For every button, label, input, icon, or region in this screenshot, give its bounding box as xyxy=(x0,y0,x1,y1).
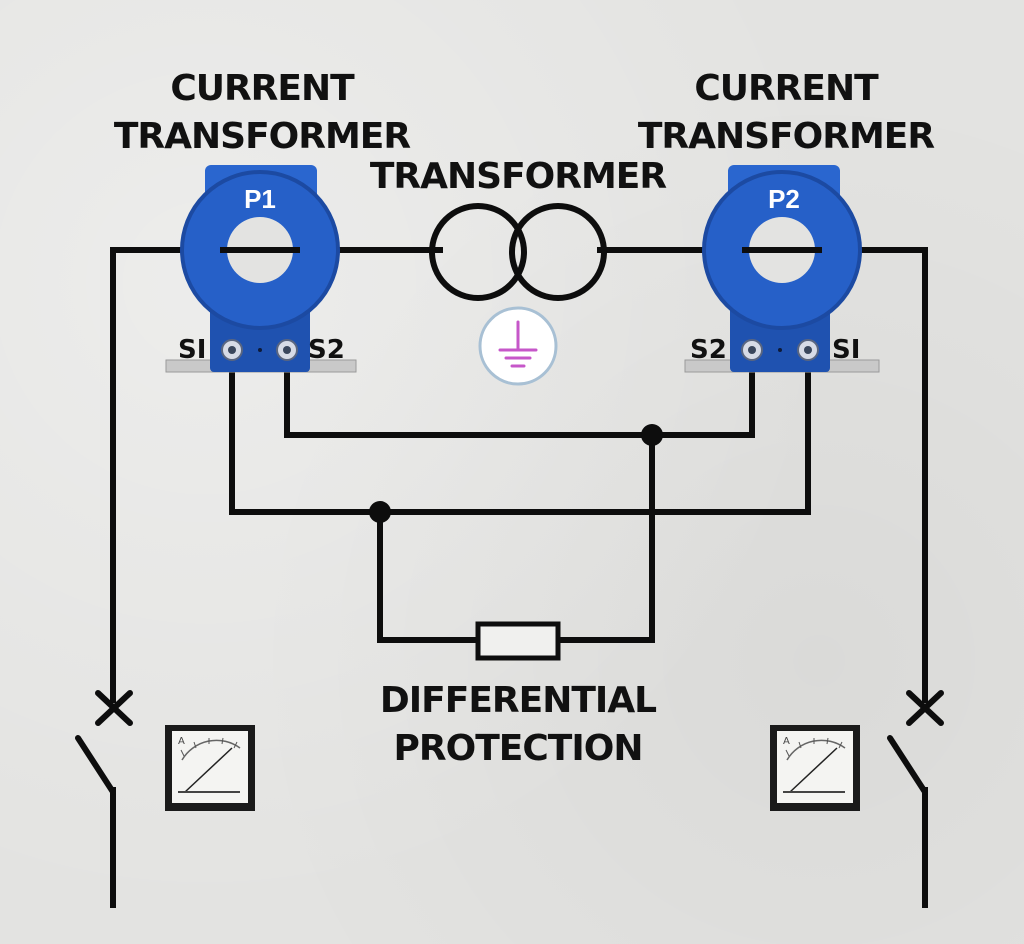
ammeter-right: A xyxy=(770,725,860,811)
transformer-title: TRANSFORMER xyxy=(370,156,667,197)
svg-text:A: A xyxy=(783,736,790,747)
svg-text:A: A xyxy=(178,736,185,747)
ct-left-screw-s2-core xyxy=(283,346,291,354)
ct-left-title-line2: TRANSFORMER xyxy=(114,116,411,157)
ct-left-screw-s1-core xyxy=(228,346,236,354)
ct-left-title-line1: CURRENT xyxy=(170,68,355,109)
ct-left-terminal-s2-label: S2 xyxy=(308,335,345,365)
ct-right-screw-s1-core xyxy=(804,346,812,354)
ct-right-terminal-s1-label: SI xyxy=(832,335,860,365)
ct-right-name: P2 xyxy=(768,184,800,214)
current-transformer-right: P2 xyxy=(684,165,880,373)
power-transformer xyxy=(429,203,607,301)
ct-right-title-line1: CURRENT xyxy=(694,68,879,109)
ct-left-ring-shade xyxy=(180,170,340,330)
transformer-primary-winding xyxy=(429,203,527,301)
ct-left-center-dot xyxy=(258,348,262,352)
relay-branch-wire xyxy=(377,509,481,643)
protection-title-line2: PROTECTION xyxy=(394,728,643,769)
ct-right-ring-shade xyxy=(702,170,862,330)
relay-return-wire xyxy=(555,432,655,643)
transformer-secondary-winding xyxy=(509,203,607,301)
differential-relay xyxy=(475,621,561,661)
protection-title-line1: DIFFERENTIAL xyxy=(380,680,656,721)
s2-bus-wire xyxy=(284,347,755,438)
ammeter-left: A xyxy=(165,725,255,811)
ct-left-name: P1 xyxy=(244,184,276,214)
circuit-breaker-right xyxy=(887,690,944,795)
ct-right-center-dot xyxy=(778,348,782,352)
circuit-breaker-left xyxy=(75,690,133,795)
ct-right-title-line2: TRANSFORMER xyxy=(638,116,935,157)
ct-left-terminal-s1-label: SI xyxy=(178,335,206,365)
junction-dot-lower xyxy=(369,501,391,523)
ct-right-screw-s2-core xyxy=(748,346,756,354)
s1-bus-wire xyxy=(229,347,811,515)
junction-dot-upper xyxy=(641,424,663,446)
ct-right-terminal-s2-label: S2 xyxy=(690,335,727,365)
ground-icon xyxy=(478,306,558,386)
